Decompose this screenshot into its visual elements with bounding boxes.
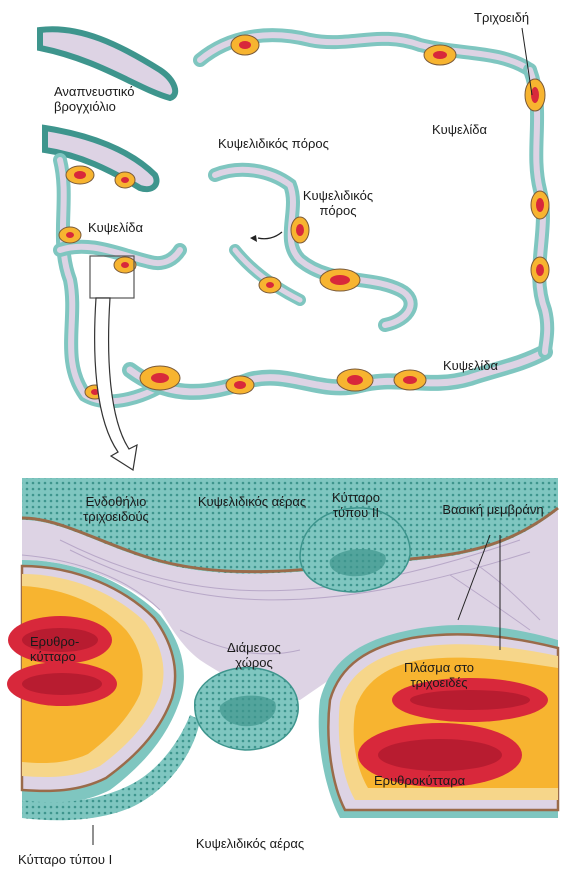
- label-type1-cell: Κύτταρο τύπου Ι: [18, 852, 112, 867]
- label-alveolar-air-top: Κυψελιδικός αέρας: [192, 494, 312, 509]
- pore-arrow: [258, 232, 282, 239]
- label-interstitial-space: Διάμεσος χώρος: [214, 640, 294, 670]
- label-capillaries: Τριχοειδή: [474, 10, 529, 25]
- label-alveolar-air-bottom: Κυψελιδικός αέρας: [190, 836, 310, 851]
- magnify-arrow: [95, 298, 137, 470]
- label-basement-membrane: Βασική μεμβράνη: [438, 502, 548, 517]
- label-red-blood-cells-right: Ερυθροκύτταρα: [374, 773, 465, 788]
- label-respiratory-bronchiole: Αναπνευστικό βρογχιόλιο: [54, 84, 174, 114]
- label-plasma-in-capillary: Πλάσμα στο τριχοειδές: [384, 660, 494, 690]
- label-alveolar-pore-inner: Κυψελιδικός πόρος: [283, 188, 393, 218]
- label-alveolus-bottom: Κυψελίδα: [443, 358, 498, 373]
- label-alveolus-left: Κυψελίδα: [88, 220, 143, 235]
- label-red-blood-cell-left: Ερυθρο-κύτταρο: [30, 634, 102, 664]
- label-alveolus-right: Κυψελίδα: [432, 122, 487, 137]
- label-alveolar-pore-center: Κυψελιδικός πόρος: [218, 136, 329, 151]
- label-capillary-endothelium: Ενδοθήλιο τριχοειδούς: [56, 494, 176, 524]
- label-type2-cell: Κύτταρο τύπου ΙΙ: [316, 490, 396, 520]
- alveolar-wall-left: [60, 160, 170, 401]
